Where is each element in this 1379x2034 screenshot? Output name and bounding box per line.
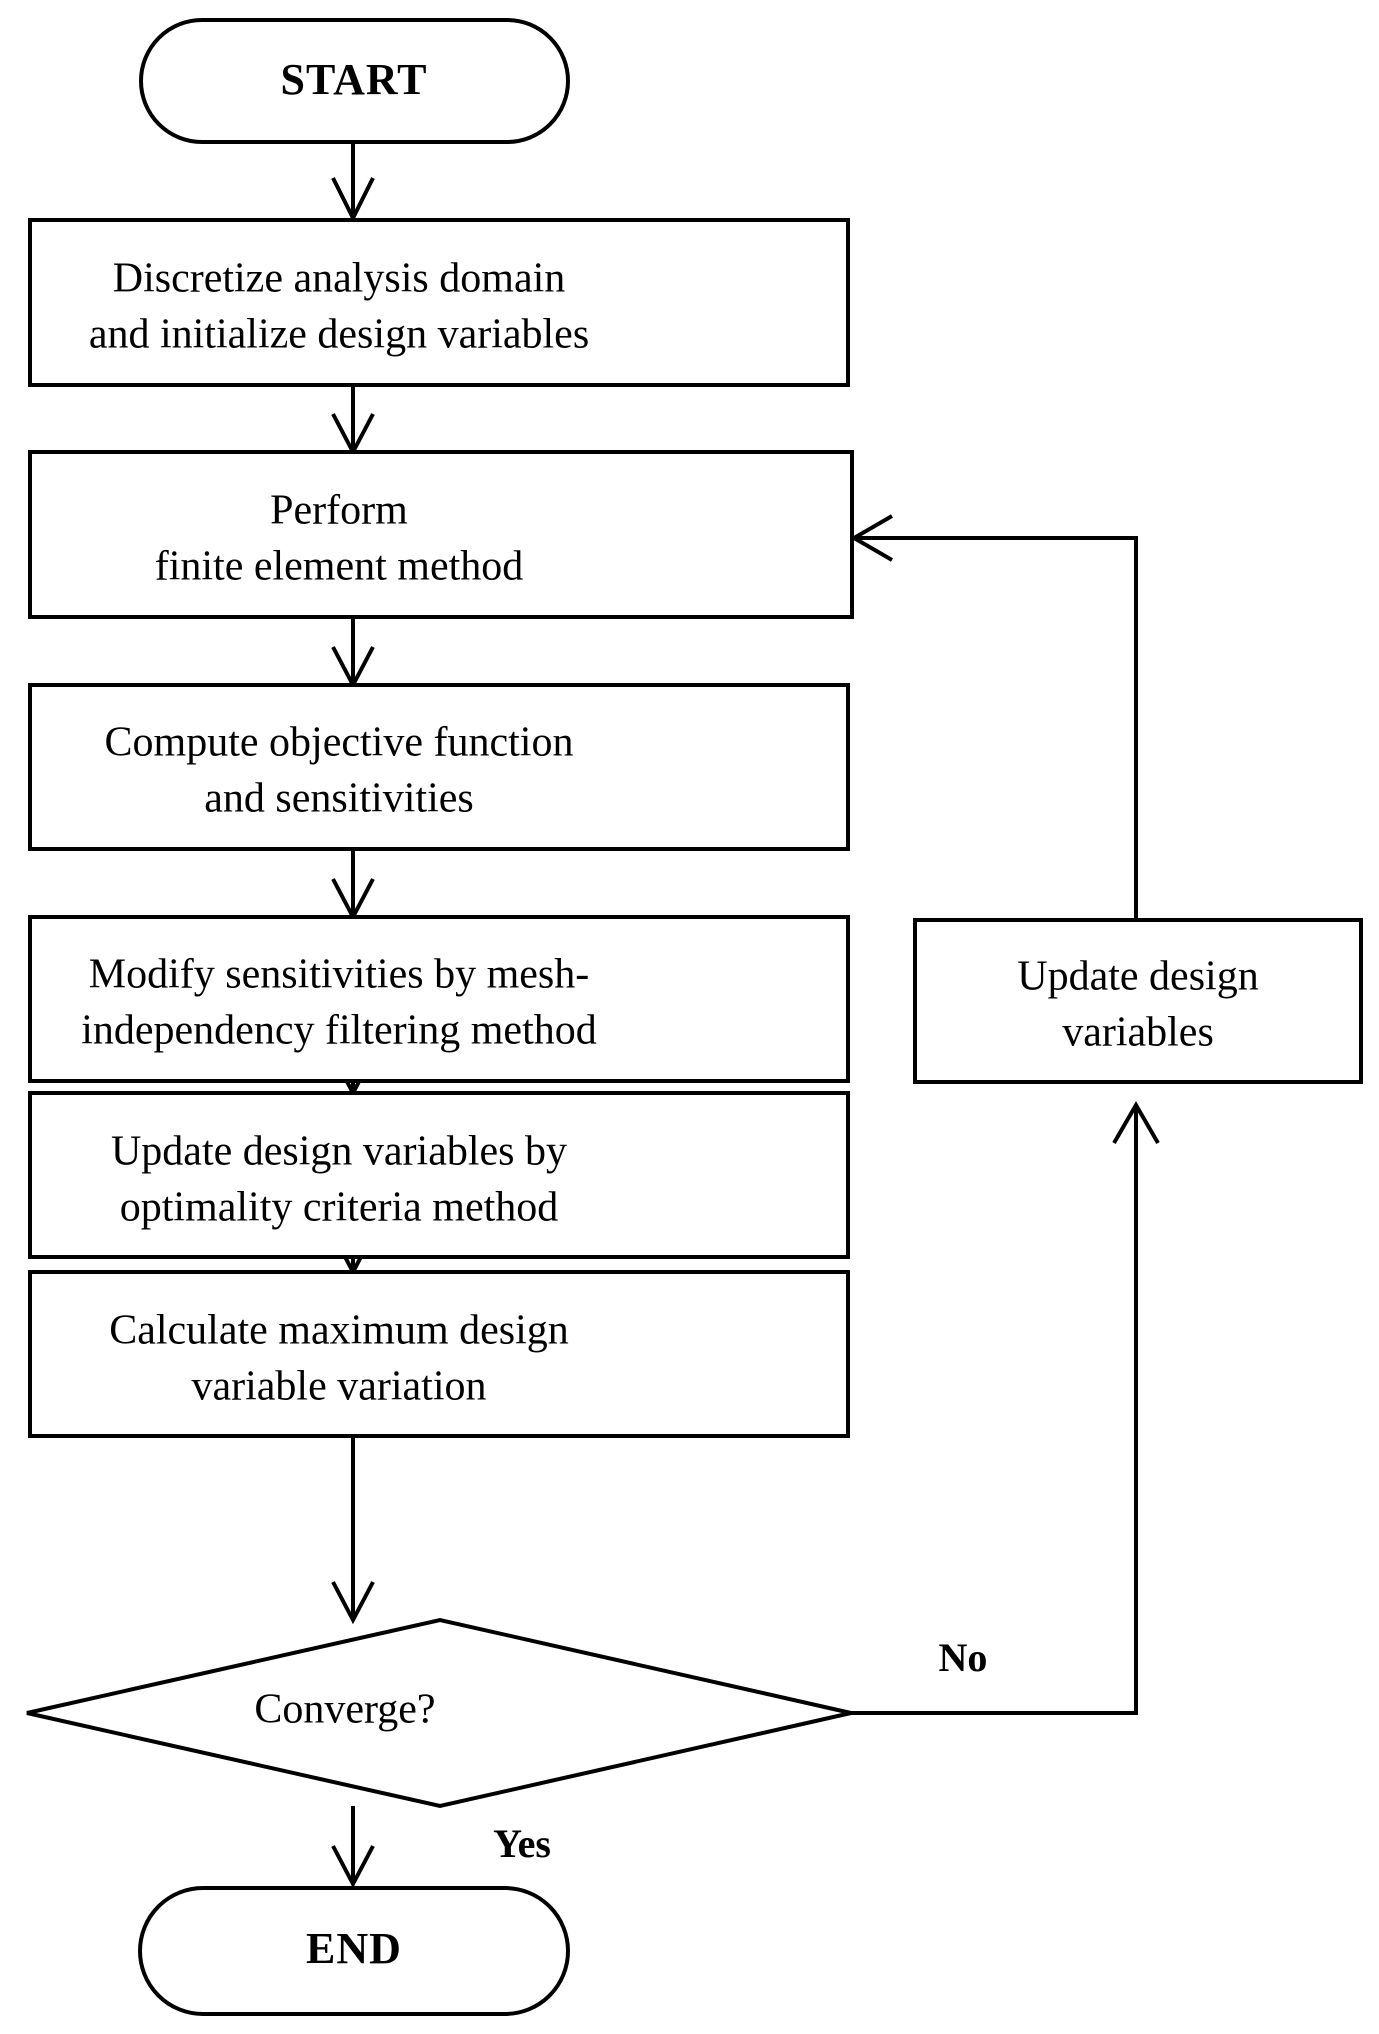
edge-label-yes: Yes: [493, 1821, 551, 1866]
oc-update-label-line1: Update design variables by: [111, 1129, 567, 1175]
node-fem[interactable]: Perform finite element method: [28, 450, 854, 619]
edge-update-to-fem: [850, 514, 1138, 920]
node-variation[interactable]: Calculate maximum design variable variat…: [28, 1270, 850, 1438]
oc-update-process-shape: [28, 1091, 850, 1259]
filter-label-line1: Modify sensitivities by mesh-: [89, 952, 589, 998]
variation-process-shape: [28, 1270, 850, 1438]
node-oc-update[interactable]: Update design variables by optimality cr…: [28, 1091, 850, 1259]
oc-update-label-line2: optimality criteria method: [120, 1185, 559, 1231]
start-terminator-shape: [139, 18, 570, 144]
variation-label-line2: variable variation: [191, 1364, 486, 1410]
filter-process-shape: [28, 915, 850, 1083]
objective-process-shape: [28, 683, 850, 851]
filter-label-line2: independency filtering method: [81, 1008, 597, 1054]
discretize-label-line2: and initialize design variables: [89, 312, 589, 358]
fem-process-shape: [28, 450, 854, 619]
discretize-label-line1: Discretize analysis domain: [113, 256, 566, 302]
start-label: START: [281, 55, 428, 104]
edge-converge-yes-to-end: [331, 1806, 375, 1889]
node-start[interactable]: START: [139, 18, 570, 144]
edge-start-to-discretize: [331, 140, 375, 223]
node-converge[interactable]: Converge?: [26, 1617, 852, 1809]
objective-label-line1: Compute objective function: [105, 720, 574, 766]
fem-label-line1: Perform: [270, 488, 408, 534]
node-discretize[interactable]: Discretize analysis domain and initializ…: [28, 218, 850, 387]
node-filter[interactable]: Modify sensitivities by mesh- independen…: [28, 915, 850, 1083]
node-objective[interactable]: Compute objective function and sensitivi…: [28, 683, 850, 851]
update-design-variables-process-shape: [913, 918, 1363, 1084]
edge-label-no: No: [939, 1635, 988, 1680]
node-update-design-variables[interactable]: Update design variables: [913, 918, 1363, 1084]
end-label: END: [306, 1924, 402, 1973]
edge-discretize-to-fem: [331, 385, 375, 457]
edge-fem-to-objective: [331, 617, 375, 690]
end-terminator-shape: [138, 1886, 570, 2016]
variation-label-line1: Calculate maximum design: [109, 1308, 569, 1354]
edge-converge-no-to-update: [851, 1101, 1160, 1715]
objective-label-line2: and sensitivities: [204, 776, 473, 822]
converge-decision-shape: [26, 1617, 852, 1809]
update-design-variables-label-line1: Update design: [1017, 954, 1258, 1000]
discretize-process-shape: [28, 218, 850, 387]
update-design-variables-label-line2: variables: [1062, 1010, 1214, 1056]
converge-label: Converge?: [254, 1687, 435, 1733]
fem-label-line2: finite element method: [155, 544, 524, 590]
edge-objective-to-filter: [331, 849, 375, 922]
node-end[interactable]: END: [138, 1886, 570, 2016]
